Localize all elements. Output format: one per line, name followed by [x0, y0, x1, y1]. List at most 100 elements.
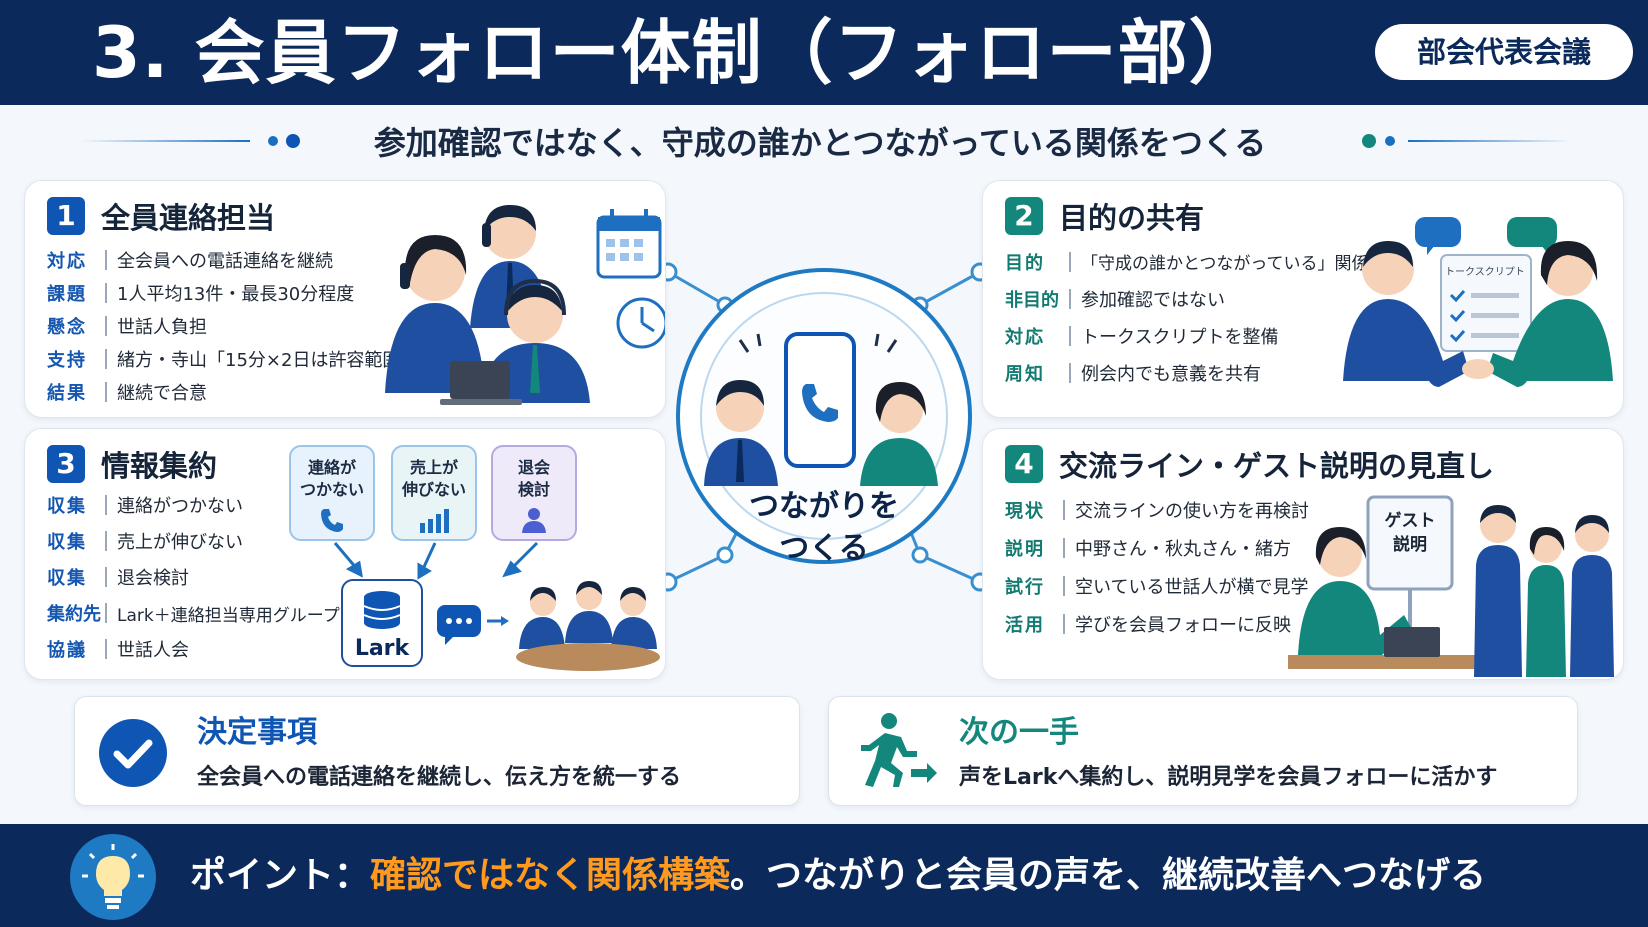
- subtitle-dot: [1362, 134, 1376, 148]
- businessman-figure: [1343, 241, 1469, 387]
- row-label: 課題: [47, 283, 87, 305]
- card-header: 3 情報集約: [47, 443, 217, 485]
- next-step-title: 次の一手: [959, 715, 1079, 750]
- row-value: 参加確認ではない: [1081, 289, 1225, 311]
- chat-bubble-icon: [437, 605, 509, 645]
- row-value: 売上が伸びない: [117, 532, 243, 553]
- decision-title: 決定事項: [197, 715, 317, 750]
- card-title: 情報集約: [101, 449, 218, 483]
- row-label: 懸念: [47, 316, 87, 338]
- man-figure: [704, 380, 778, 486]
- checklist-icon: [1440, 254, 1532, 352]
- laptop-icon: [1384, 627, 1440, 657]
- row-value: Lark＋連絡担当専用グループ: [117, 605, 340, 626]
- card-number: 1: [47, 197, 85, 235]
- card-header: 1 全員連絡担当: [47, 195, 275, 237]
- row-value: 中野さん・秋丸さん・緒方: [1075, 539, 1291, 560]
- phone-icon: [321, 509, 343, 532]
- subtitle-dot: [268, 136, 278, 146]
- info-row: 収集 連絡がつかない: [47, 487, 340, 523]
- lark-label: Lark: [354, 636, 410, 661]
- meeting-table-illustration: [516, 581, 660, 671]
- row-label: 説明: [1005, 539, 1045, 560]
- row-value: トークスクリプトを整備: [1081, 326, 1279, 348]
- card-rows: 目的「守成の誰かとつながっている」関係構築 非目的参加確認ではない 対応 トークス…: [1005, 243, 1402, 391]
- row-label: 現状: [1005, 501, 1045, 522]
- next-step-body: 声をLarkへ集約し、説明見学を会員フォローに活かす: [959, 765, 1498, 790]
- card-number: 3: [47, 445, 85, 483]
- row-value: 交流ラインの使い方を再検討: [1075, 501, 1309, 522]
- calendar-icon: [596, 209, 662, 279]
- laptop-icon: [440, 361, 522, 405]
- woman-figure: [860, 382, 938, 486]
- handshake-icon: [1462, 359, 1494, 379]
- subtitle-dot: [1385, 136, 1395, 146]
- subtitle-text: 参加確認ではなく、守成の誰かとつながっている関係をつくる: [373, 124, 1267, 162]
- row-value: 緒方・寺山「15分×2日は許容範囲」: [117, 349, 419, 371]
- info-row: 懸念世話人負担: [47, 309, 418, 342]
- row-label: 収集: [47, 496, 87, 517]
- businesswoman-figure: [1487, 241, 1613, 387]
- info-row: 周知例会内でも意義を共有: [1005, 354, 1402, 391]
- team-standing: [1474, 505, 1614, 677]
- card-header: 2 目的の共有: [1005, 195, 1204, 237]
- row-value: 空いている世話人が横で見学: [1075, 577, 1309, 598]
- header-bar: 3. 会員フォロー体制（フォロー部） 部会代表会議: [0, 0, 1648, 105]
- row-value: 「守成の誰かとつながっている」関係構築: [1081, 254, 1403, 274]
- clock-icon: [616, 297, 665, 349]
- phone-call-illustration: [704, 332, 938, 486]
- card-number: 2: [1005, 197, 1043, 235]
- row-label: 活用: [1005, 615, 1045, 636]
- card-purpose-sharing: 2 目的の共有 目的「守成の誰かとつながっている」関係構築 非目的参加確認ではな…: [982, 180, 1624, 418]
- info-row: 目的「守成の誰かとつながっている」関係構築: [1005, 243, 1402, 280]
- row-label: 収集: [47, 568, 87, 589]
- row-label: 結果: [47, 382, 87, 404]
- row-label: 対応: [1005, 326, 1045, 348]
- footer-suffix: 。つながりと会員の声を、継続改善へつなげる: [730, 855, 1487, 896]
- smartphone-icon: [784, 332, 856, 468]
- card-header: 4 交流ライン・ゲスト説明の見直し: [1005, 443, 1494, 485]
- info-row: 集約先 Lark＋連絡担当専用グループ: [47, 595, 340, 631]
- info-row: 説明 中野さん・秋丸さん・緒方: [1005, 529, 1309, 567]
- row-value: 継続で合意: [117, 382, 207, 404]
- next-step-panel: 次の一手 声をLarkへ集約し、説明見学を会員フォローに活かす: [828, 696, 1578, 806]
- card-number: 4: [1005, 445, 1043, 483]
- script-sheet-label: トークスクリプト: [1445, 267, 1525, 278]
- guest-briefing-illustration: [1288, 495, 1614, 677]
- speech-bubble-icon: [1415, 217, 1557, 255]
- info-row: 収集売上が伸びない: [47, 523, 340, 559]
- card-title: 目的の共有: [1059, 201, 1205, 235]
- bar-chart-icon: [420, 509, 449, 533]
- info-row: 非目的参加確認ではない: [1005, 280, 1402, 317]
- row-value: 1人平均13件・最長30分程度: [117, 283, 355, 305]
- phone-icon: [802, 384, 838, 422]
- row-value: 学びを会員フォローに反映: [1075, 615, 1291, 636]
- phone-staff-illustration: [385, 205, 665, 405]
- row-label: 非目的: [1005, 289, 1059, 311]
- database-icon: [363, 591, 401, 629]
- footer-prefix: ポイント：: [190, 855, 371, 896]
- card-title: 交流ライン・ゲスト説明の見直し: [1059, 449, 1495, 483]
- presenter-woman: [1298, 527, 1412, 655]
- tag-sales-flat: 売上が 伸びない: [391, 445, 477, 541]
- meeting-badge: 部会代表会議: [1375, 24, 1633, 80]
- center-caption: つながりを つくる: [749, 489, 899, 566]
- row-value: 世話人会: [117, 640, 189, 661]
- row-value: 例会内でも意義を共有: [1081, 363, 1261, 385]
- card-title: 全員連絡担当: [101, 201, 276, 235]
- row-label: 支持: [47, 349, 87, 371]
- info-row: 試行空いている世話人が横で見学: [1005, 567, 1309, 605]
- card-exchange-line-review: 4 交流ライン・ゲスト説明の見直し 現状 交流ラインの使い方を再検討 説明 中野さん…: [982, 428, 1624, 680]
- footer-highlight: 確認ではなく関係構築: [370, 855, 731, 896]
- subtitle-row: 参加確認ではなく、守成の誰かとつながっている関係をつくる: [0, 108, 1648, 178]
- subtitle-line-left: [80, 140, 250, 142]
- running-person-icon: [861, 713, 937, 787]
- row-value: 連絡がつかない: [117, 496, 243, 517]
- row-label: 協議: [47, 640, 87, 661]
- row-label: 集約先: [47, 604, 101, 625]
- subtitle-dot: [286, 134, 300, 148]
